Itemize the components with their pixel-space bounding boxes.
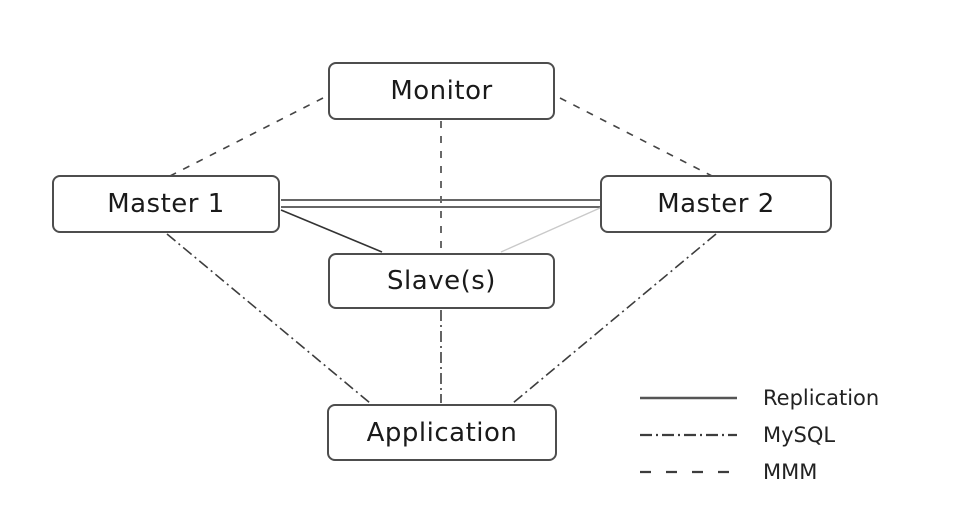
node-master1: Master 1 bbox=[52, 175, 280, 233]
edge-monitor-master2-mmm bbox=[559, 97, 713, 177]
legend-label-replication: Replication bbox=[763, 385, 880, 410]
legend: Replication MySQL MMM bbox=[640, 379, 879, 490]
node-master2-label: Master 2 bbox=[657, 189, 775, 219]
legend-solid-line-icon bbox=[640, 396, 737, 399]
node-monitor: Monitor bbox=[328, 62, 555, 120]
edge-master1-slaves-replication bbox=[280, 209, 383, 253]
edge-master2-application-mysql bbox=[512, 233, 717, 404]
edge-monitor-master1-mmm bbox=[169, 97, 324, 177]
node-master1-label: Master 1 bbox=[107, 189, 225, 219]
legend-dashed-line-icon bbox=[640, 470, 737, 473]
legend-label-mmm: MMM bbox=[763, 459, 818, 484]
node-slaves: Slave(s) bbox=[328, 253, 555, 309]
legend-label-mysql: MySQL bbox=[763, 422, 836, 447]
legend-row-mmm: MMM bbox=[640, 453, 879, 490]
node-slaves-label: Slave(s) bbox=[387, 266, 496, 296]
node-application-label: Application bbox=[366, 417, 518, 448]
legend-dashdot-line-icon bbox=[640, 433, 737, 436]
legend-row-replication: Replication bbox=[640, 379, 879, 416]
edge-master2-slaves-replication bbox=[500, 207, 601, 253]
node-monitor-label: Monitor bbox=[390, 76, 493, 106]
node-application: Application bbox=[327, 404, 557, 461]
node-master2: Master 2 bbox=[600, 175, 832, 233]
legend-row-mysql: MySQL bbox=[640, 416, 879, 453]
edge-master1-application-mysql bbox=[166, 233, 371, 404]
